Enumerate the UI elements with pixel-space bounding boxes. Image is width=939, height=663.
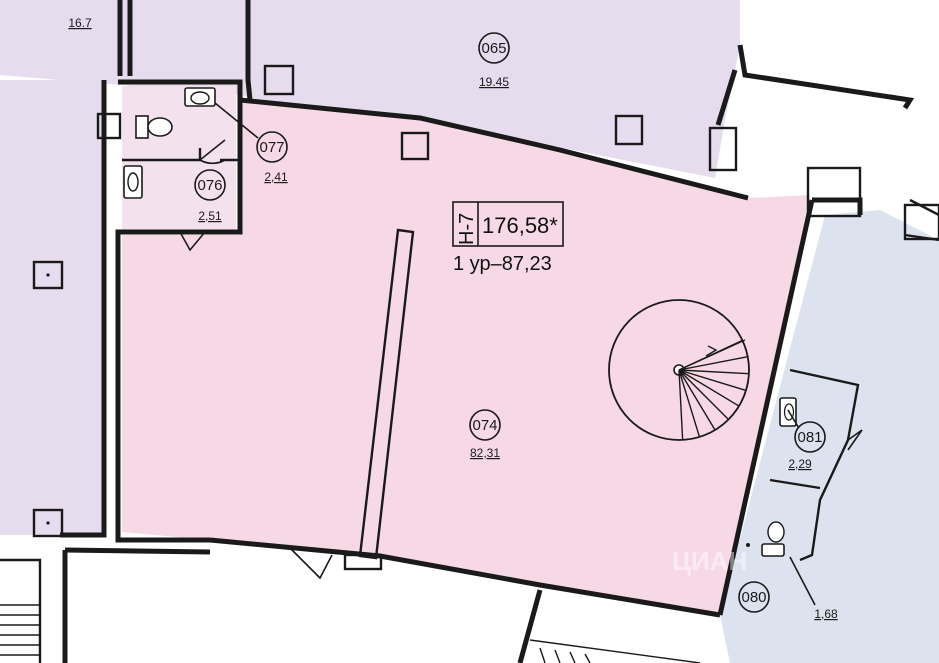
toilet-icon xyxy=(135,115,173,139)
stair-tread xyxy=(678,355,748,371)
room-065-label: 065 19.45 xyxy=(478,32,510,89)
unit-code: Н-7 xyxy=(456,213,478,245)
wc-right-walls-2 xyxy=(769,478,821,490)
room-077-number: 077 xyxy=(259,139,284,156)
room-081-label: 081 2,29 xyxy=(788,421,826,471)
shaft-dot xyxy=(46,521,50,525)
door-swing-077 xyxy=(199,139,226,165)
sink-icon xyxy=(184,87,216,107)
watermark-text: ЦИАН xyxy=(672,546,747,576)
room-074-label: 074 82,31 xyxy=(469,409,501,460)
upper-room-065-fill xyxy=(0,0,740,178)
sink-icon xyxy=(779,397,797,427)
sink-icon xyxy=(123,165,143,199)
column-wall xyxy=(358,228,415,560)
shaft-icon xyxy=(32,260,64,290)
shaft-icon xyxy=(400,131,430,161)
stair-steps-bottom xyxy=(529,639,701,663)
window-bay xyxy=(806,166,862,218)
room-080-area: 1,68 xyxy=(814,607,838,621)
room-077-label: 077 2,41 xyxy=(256,131,288,184)
stair-tread xyxy=(678,369,716,431)
stair-steps-bottom-left xyxy=(0,604,40,656)
room-076-label: 076 2,51 xyxy=(194,169,226,223)
room-081-area: 2,29 xyxy=(788,457,812,471)
shaft-icon xyxy=(263,64,295,96)
shaft-icon xyxy=(614,114,644,146)
leader-081 xyxy=(787,409,801,431)
window-bay xyxy=(903,203,939,241)
door-swing-081 xyxy=(847,429,863,451)
toilet-icon xyxy=(761,521,785,557)
room-077-area: 2,41 xyxy=(264,170,288,184)
stair-tread xyxy=(678,369,684,440)
door-swing-076 xyxy=(179,231,206,252)
unit-label: Н-7 176,58* 1 ур–87,23 xyxy=(452,201,564,275)
room-076-number: 076 xyxy=(197,177,222,194)
leader-077 xyxy=(214,102,259,139)
wc-right-walls xyxy=(789,368,860,562)
shaft-icon xyxy=(96,112,122,140)
room-074-number: 074 xyxy=(472,417,497,434)
leader-080 xyxy=(789,556,816,606)
room-065-number: 065 xyxy=(481,40,506,57)
stair-tread xyxy=(678,369,747,392)
column-base xyxy=(343,553,383,571)
left-room-fill xyxy=(0,80,104,535)
window-bay xyxy=(708,126,738,172)
room-074-area: 82,31 xyxy=(470,446,500,460)
unit-total-area: 176,58* xyxy=(482,213,558,238)
room-076-area: 2,51 xyxy=(198,209,222,223)
stair-tread xyxy=(678,369,740,407)
stair-tread xyxy=(678,369,729,420)
room-top-area: 16.7 xyxy=(68,16,92,30)
room-top-label: 16.7 xyxy=(68,16,92,30)
room-080-number: 080 xyxy=(741,589,766,606)
shaft-dot xyxy=(46,273,50,277)
stair-tread xyxy=(678,369,749,375)
door-swing-main xyxy=(289,547,333,580)
room-080-label: 080 1,68 xyxy=(738,581,838,621)
room-081-number: 081 xyxy=(797,429,822,446)
room-065-area: 19.45 xyxy=(479,75,509,89)
unit-level-area: 1 ур–87,23 xyxy=(453,253,552,275)
fixture-dot xyxy=(746,543,750,547)
stair-tread xyxy=(678,369,701,438)
main-room-074-fill xyxy=(122,100,810,615)
shaft-icon xyxy=(32,508,64,538)
spiral-stair-icon xyxy=(608,299,750,441)
